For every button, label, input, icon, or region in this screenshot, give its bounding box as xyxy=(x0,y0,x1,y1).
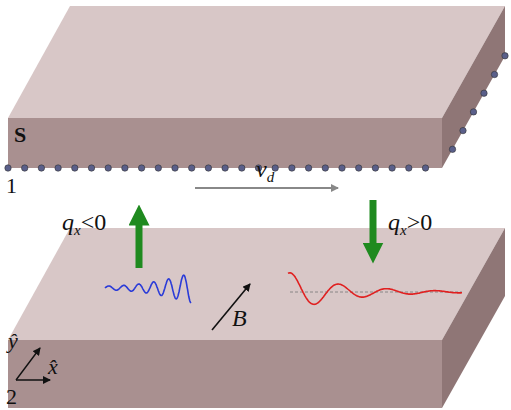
atom-dot xyxy=(189,165,195,171)
atom-dot xyxy=(460,127,466,133)
slab-label: S xyxy=(14,124,26,146)
subscript: x xyxy=(74,222,81,238)
atom-dot xyxy=(122,165,128,171)
atom-dot xyxy=(449,146,455,152)
atom-dot xyxy=(172,165,178,171)
atom-dot xyxy=(138,165,144,171)
atom-dot xyxy=(502,53,508,59)
atom-dot xyxy=(88,165,94,171)
atom-dot xyxy=(305,165,311,171)
symbol: v xyxy=(256,156,267,182)
field-label: B xyxy=(232,306,247,330)
inequality: >0 xyxy=(407,209,433,235)
field-arrow xyxy=(212,284,250,330)
atom-dot xyxy=(289,165,295,171)
atom-dot xyxy=(422,165,428,171)
atom-dot xyxy=(372,165,378,171)
atom-dot xyxy=(322,165,328,171)
atom-dot xyxy=(38,165,44,171)
atom-dot xyxy=(72,165,78,171)
atom-dot xyxy=(222,165,228,171)
axis-label: x̂ xyxy=(48,356,58,378)
atom-dot xyxy=(491,71,497,77)
subscript: x xyxy=(400,222,407,238)
axis-arrow xyxy=(16,379,50,380)
atom-dot xyxy=(406,165,412,171)
axis-label: ŷ xyxy=(8,330,18,352)
velocity-label: vd xyxy=(256,157,274,185)
atom-dot xyxy=(22,165,28,171)
atom-dot xyxy=(55,165,61,171)
slab-side-face xyxy=(442,6,505,168)
momentum-label: qx>0 xyxy=(388,210,432,238)
axis-arrow xyxy=(16,348,40,380)
edge-atoms xyxy=(5,53,508,172)
slab-label: 2 xyxy=(6,386,17,408)
atom-dot xyxy=(356,165,362,171)
atom-dot xyxy=(105,165,111,171)
atom-dot xyxy=(389,165,395,171)
slab-front-face xyxy=(8,118,442,168)
momentum-arrow xyxy=(370,200,377,253)
atom-dot xyxy=(155,165,161,171)
slab-top-face xyxy=(8,6,505,118)
plasmon-wave xyxy=(288,273,462,305)
plasmon-wave xyxy=(105,275,191,303)
atom-dot xyxy=(5,165,11,171)
slab-top-face xyxy=(8,228,505,340)
symbol: q xyxy=(388,209,400,235)
atom-dot xyxy=(205,165,211,171)
momentum-arrow xyxy=(136,215,143,268)
slab-side-face xyxy=(442,228,505,408)
symbol: q xyxy=(62,209,74,235)
atom-dot xyxy=(239,165,245,171)
atom-dot xyxy=(470,109,476,115)
edge-label: 1 xyxy=(6,175,17,197)
momentum-label: qx<0 xyxy=(62,210,106,238)
drift-arrow xyxy=(195,187,338,189)
slab-front-face xyxy=(8,340,442,408)
inequality: <0 xyxy=(81,209,107,235)
subscript: d xyxy=(267,169,275,185)
atom-dot xyxy=(481,90,487,96)
atom-dot xyxy=(339,165,345,171)
